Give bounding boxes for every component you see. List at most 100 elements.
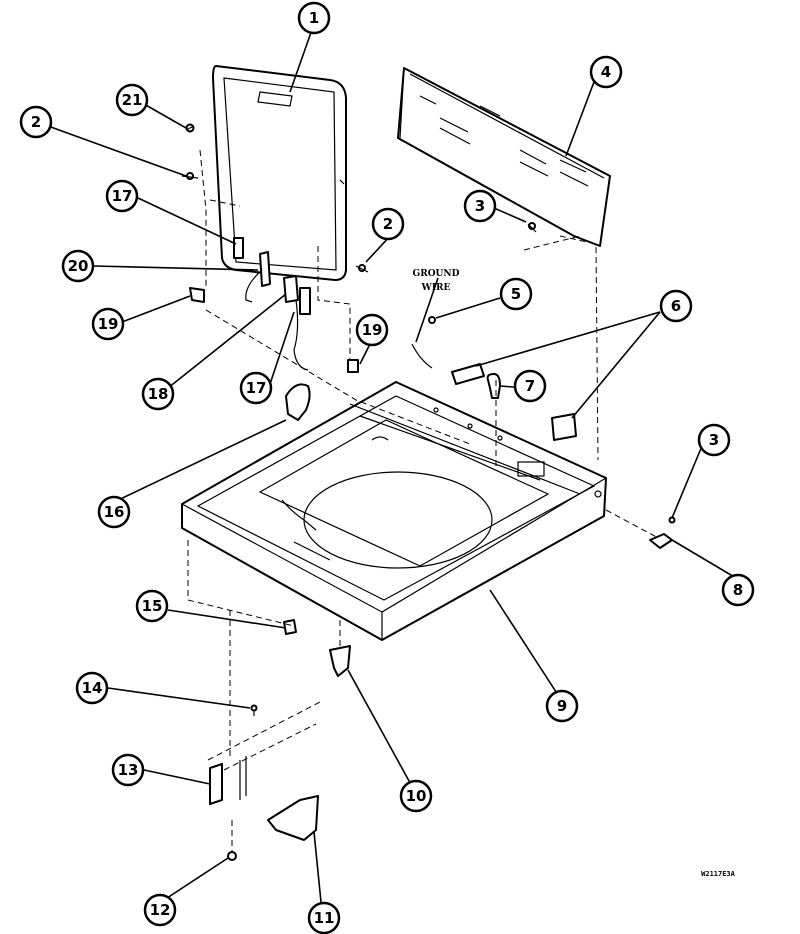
callout-number: 18 — [148, 385, 169, 403]
callout-1: 1 — [297, 1, 331, 35]
latch-11 — [267, 795, 319, 841]
drawing-code: W2117E3A — [701, 870, 736, 878]
callout-number: 2 — [383, 215, 393, 233]
callout-circle — [115, 83, 149, 117]
callout-number: 3 — [475, 197, 485, 215]
callout-circle — [659, 289, 693, 323]
callout-19a: 19 — [91, 307, 125, 341]
callout-3a: 3 — [463, 189, 497, 223]
callout-15: 15 — [135, 589, 169, 623]
callout-17a: 17 — [105, 179, 139, 213]
hinge-18 — [283, 275, 299, 303]
callout-circle — [499, 277, 533, 311]
screw-3-upper — [528, 222, 536, 230]
callout-circle — [111, 753, 145, 787]
callout-6: 6 — [659, 289, 693, 323]
callout-10: 10 — [399, 779, 433, 813]
callout-number: 17 — [246, 379, 267, 397]
callout-circle — [697, 423, 731, 457]
callout-7: 7 — [513, 369, 547, 403]
screw-3-lower — [668, 516, 676, 524]
clip-19-right — [347, 359, 359, 373]
callout-circle — [355, 313, 389, 347]
callout-circle — [239, 371, 273, 405]
callout-17b: 17 — [239, 371, 273, 405]
callout-20: 20 — [61, 249, 95, 283]
hinge-parts — [189, 237, 359, 373]
callout-number: 8 — [733, 581, 743, 599]
callout-circle — [97, 495, 131, 529]
callout-11: 11 — [307, 901, 341, 934]
clip-19-left — [189, 287, 205, 303]
bracket-13 — [209, 763, 223, 805]
callout-12: 12 — [143, 893, 177, 927]
screw-12 — [227, 851, 237, 861]
callout-circle — [91, 307, 125, 341]
callout-18: 18 — [141, 377, 175, 411]
hinge-pin-10 — [329, 645, 351, 677]
fasteners — [181, 123, 676, 524]
hinge-17-lower — [299, 287, 311, 315]
cabinet-top-part — [181, 381, 607, 641]
callout-4: 4 — [589, 55, 623, 89]
lid-part — [212, 65, 347, 281]
callout-8: 8 — [721, 573, 755, 607]
callout-circle — [297, 1, 331, 35]
callout-circle — [589, 55, 623, 89]
ground-wire-label-line1: GROUND — [413, 269, 460, 279]
back-panel-part — [397, 67, 611, 247]
ground-wire-label-line2: WIRE — [421, 283, 451, 293]
callout-circle — [105, 179, 139, 213]
callout-circle — [143, 893, 177, 927]
callout-number: 17 — [112, 187, 133, 205]
callout-9: 9 — [545, 689, 579, 723]
callout-number: 19 — [362, 321, 383, 339]
callout-16: 16 — [97, 495, 131, 529]
callout-number: 19 — [98, 315, 119, 333]
callout-14: 14 — [75, 671, 109, 705]
callout-circle — [371, 207, 405, 241]
callout-number: 15 — [142, 597, 163, 615]
screw-14 — [250, 704, 258, 712]
callout-2b: 2 — [371, 207, 405, 241]
callout-circle — [463, 189, 497, 223]
callout-number: 4 — [601, 63, 611, 81]
screw-5 — [428, 316, 436, 324]
callout-number: 10 — [406, 787, 427, 805]
callout-number: 1 — [309, 9, 319, 27]
callout-21: 21 — [115, 83, 149, 117]
callout-19b: 19 — [355, 313, 389, 347]
callout-circle — [307, 901, 341, 934]
callout-circle — [135, 589, 169, 623]
callout-circle — [721, 573, 755, 607]
wire-clamp-7 — [486, 373, 501, 399]
screw-2-left — [186, 172, 194, 180]
label-plate-6b — [551, 413, 577, 441]
callout-number: 6 — [671, 297, 681, 315]
lower-parts — [207, 619, 351, 861]
callout-number: 9 — [557, 697, 567, 715]
callout-number: 12 — [150, 901, 171, 919]
callout-number: 11 — [314, 909, 335, 927]
callout-circle — [75, 671, 109, 705]
callout-circle — [19, 105, 53, 139]
label-plate-6a — [451, 363, 485, 385]
callout-number: 14 — [82, 679, 103, 697]
callout-5: 5 — [499, 277, 533, 311]
callout-circle — [61, 249, 95, 283]
callout-number: 16 — [104, 503, 125, 521]
hinge-17-upper — [233, 237, 244, 259]
callout-circle — [141, 377, 175, 411]
bracket-8 — [649, 533, 673, 549]
callout-number: 3 — [709, 431, 719, 449]
clip-15 — [283, 619, 297, 635]
callout-number: 13 — [118, 761, 139, 779]
callout-circle — [399, 779, 433, 813]
callout-13: 13 — [111, 753, 145, 787]
actuator-16 — [285, 383, 311, 421]
callout-circle — [545, 689, 579, 723]
hinge-bracket-20 — [259, 251, 271, 287]
